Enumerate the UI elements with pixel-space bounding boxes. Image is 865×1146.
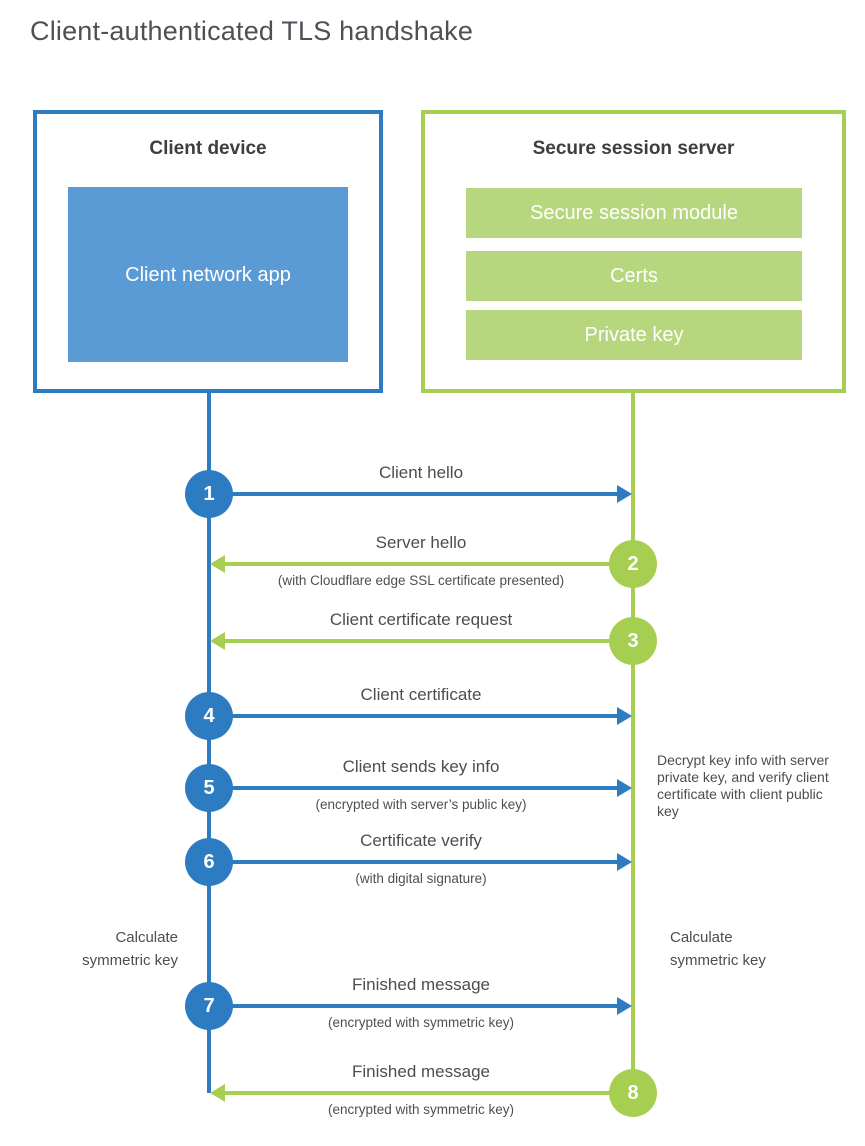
step-7-sublabel: (encrypted with symmetric key) <box>327 1015 515 1030</box>
calc-symmetric-key-server-note: Calculate symmetric key <box>670 929 766 969</box>
step-6-sublabel: (with digital signature) <box>355 871 487 886</box>
secure-session-server-title: Secure session server <box>532 138 735 159</box>
step-5-marker: 5 <box>185 764 233 812</box>
server-lifeline <box>631 393 635 1093</box>
step-5-label: Client sends key info <box>342 757 500 776</box>
step-3-arrow <box>210 632 633 650</box>
secure-session-server-box: Secure session server Secure session mod… <box>421 110 846 393</box>
step-2-label: Server hello <box>375 533 467 552</box>
client-device-box: Client device Client network app <box>33 110 383 393</box>
step-4-arrow <box>209 707 632 725</box>
step-1-marker: 1 <box>185 470 233 518</box>
step-1-label: Client hello <box>378 463 464 482</box>
step-6-label: Certificate verify <box>360 831 482 850</box>
page-title: Client-authenticated TLS handshake <box>30 16 474 46</box>
step-5-sublabel: (encrypted with server’s public key) <box>315 797 527 812</box>
step-8-arrow <box>210 1084 633 1102</box>
step-3-label: Client certificate request <box>329 610 513 629</box>
step-2-sublabel: (with Cloudflare edge SSL certificate pr… <box>277 573 565 588</box>
client-device-title: Client device <box>149 138 267 159</box>
calc-symmetric-key-client-note: Calculate symmetric key <box>82 929 178 969</box>
step-8-marker: 8 <box>609 1069 657 1117</box>
step-4-label: Client certificate <box>360 685 482 704</box>
step-8-sublabel: (encrypted with symmetric key) <box>327 1102 515 1117</box>
client-network-app-rect: Client network app <box>68 187 348 362</box>
step-2-arrow <box>210 555 633 573</box>
step-3-marker: 3 <box>609 617 657 665</box>
step-1-arrow <box>209 485 632 503</box>
step-7-arrow <box>209 997 632 1015</box>
decrypt-note: Decrypt key info with server private key… <box>657 752 829 819</box>
step-7-marker: 7 <box>185 982 233 1030</box>
step-6-arrow <box>209 853 632 871</box>
server-module-private-key: Private key <box>466 310 802 360</box>
server-module-secure-session: Secure session module <box>466 188 802 238</box>
client-lifeline <box>207 393 211 1093</box>
client-network-app-label: Client network app <box>125 263 291 286</box>
step-7-label: Finished message <box>352 975 490 994</box>
step-2-marker: 2 <box>609 540 657 588</box>
step-8-label: Finished message <box>352 1062 490 1081</box>
step-6-marker: 6 <box>185 838 233 886</box>
step-4-marker: 4 <box>185 692 233 740</box>
server-module-certs: Certs <box>466 251 802 301</box>
step-5-arrow <box>209 779 632 797</box>
